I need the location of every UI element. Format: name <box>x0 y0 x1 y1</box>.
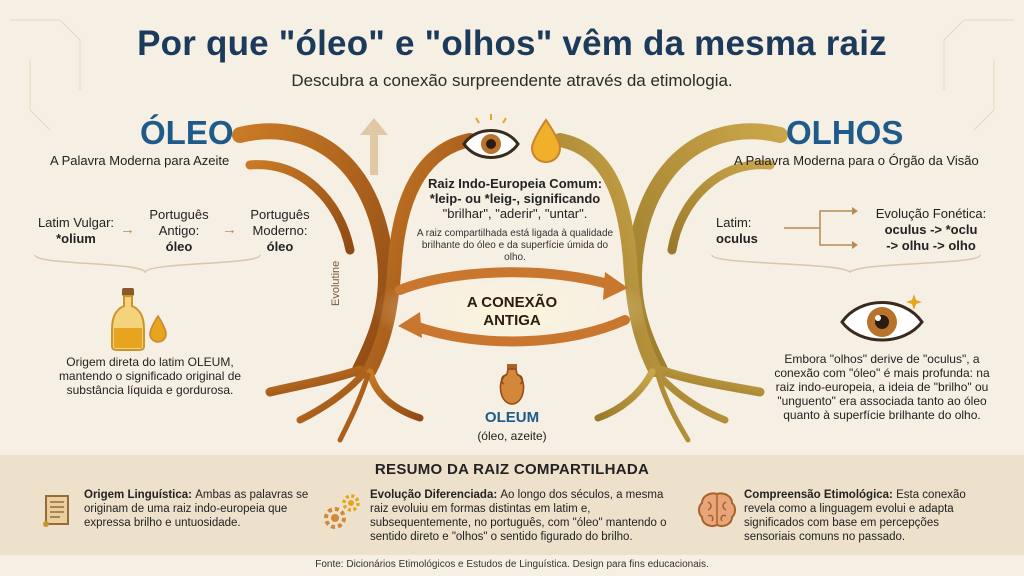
arrow-icon: → <box>120 221 135 238</box>
brain-icon <box>698 492 736 527</box>
summary-item-heading: Evolução Diferenciada: <box>370 489 501 501</box>
word-oleo-subtitle: A Palavra Moderna para Azeite <box>50 153 230 168</box>
summary-section <box>0 455 1024 555</box>
summary-item-text: Ambas as palavras se originam de uma rai… <box>84 489 309 529</box>
page-title: Por que "óleo" e "olhos" vêm da mesma ra… <box>137 24 887 63</box>
chain-latim-vulgar: Latim Vulgar: *olium <box>36 215 116 247</box>
oleum-label: OLEUM <box>484 409 540 426</box>
chain-value: óleo <box>266 239 294 254</box>
chain-label: Português Moderno: <box>250 207 310 238</box>
oleum-sublabel: (óleo, azeite) <box>477 429 547 443</box>
root-forms: *leip- ou *leig-, significando <box>429 191 601 206</box>
root-heading: Raiz Indo-Europeia Comum: <box>427 176 603 191</box>
growth-arrow <box>360 118 388 175</box>
chain-label: Português Antigo: <box>149 207 209 238</box>
chain-label: Latim Vulgar: <box>37 215 115 230</box>
word-oleo: ÓLEO <box>140 114 234 151</box>
root-explanation: Raiz Indo-Europeia Comum: *leip- ou *lei… <box>410 176 620 264</box>
connection-line-2: ANTIGA <box>483 312 541 329</box>
background-decoration <box>10 19 1014 131</box>
amphora-icon <box>499 364 525 405</box>
connection-arrows <box>395 267 630 347</box>
olhos-description: Embora "olhos" derive de "oculus", a con… <box>774 352 990 422</box>
olive-oil-bottle-icon <box>111 288 167 351</box>
gears-icon <box>324 494 360 529</box>
chain-value: oculus -> *oclu <box>884 222 978 237</box>
eye-icon <box>840 294 924 342</box>
chain-label: Latim: <box>716 215 752 230</box>
connection-label: A CONEXÃO ANTIGA <box>448 294 576 330</box>
chain-value: oculus <box>716 231 758 246</box>
chain-portugues-moderno: Português Moderno: óleo <box>240 207 320 255</box>
chain-value: óleo <box>165 239 193 254</box>
oleo-description: Origem direta do latim OLEUM, mantendo o… <box>58 355 242 397</box>
summary-item-evolucao: Evolução Diferenciada: Ao longo dos sécu… <box>370 488 676 544</box>
left-tree <box>232 123 477 443</box>
right-tree <box>553 123 788 443</box>
chain-evolucao-fonetica: Evolução Fonética: oculus -> *oclu -> ol… <box>866 206 996 254</box>
arrow-icon: → <box>222 221 237 238</box>
chain-portugues-antigo: Português Antigo: óleo <box>138 207 220 255</box>
branch-arrow-icon <box>784 207 858 249</box>
word-olhos-subtitle: A Palavra Moderna para o Órgão da Visão <box>734 153 979 168</box>
scroll-icon <box>43 495 69 527</box>
root-meanings: "brilhar", "aderir", "untar". <box>442 206 588 221</box>
eye-and-drop-icon <box>462 114 562 164</box>
root-note: A raiz compartilhada está ligada à quali… <box>416 228 614 263</box>
summary-item-heading: Compreensão Etimológica: <box>744 489 897 501</box>
source-footer: Fonte: Dicionários Etimológicos e Estudo… <box>315 559 709 570</box>
chain-label: Evolução Fonética: <box>875 206 987 221</box>
connection-line-1: A CONEXÃO <box>466 294 558 311</box>
trunk-label: Evolutine <box>330 260 342 306</box>
summary-item-compreensao: Compreensão Etimológica: Esta conexão re… <box>744 488 988 544</box>
summary-item-text: Esta conexão revela como a linguagem evo… <box>744 489 966 543</box>
chain-latim: Latim: oculus <box>716 215 770 247</box>
chain-value: *olium <box>56 231 96 246</box>
summary-item-heading: Origem Linguística: <box>84 489 196 501</box>
chain-value: -> olhu -> olho <box>886 238 976 253</box>
page-subtitle: Descubra a conexão surpreendente através… <box>291 71 733 90</box>
summary-item-origem: Origem Linguística: Ambas as palavras se… <box>84 488 314 530</box>
summary-title: RESUMO DA RAIZ COMPARTILHADA <box>374 461 650 478</box>
summary-item-text: Ao longo dos séculos, a mesma raiz evolu… <box>370 489 667 543</box>
word-olhos: OLHOS <box>786 114 904 151</box>
